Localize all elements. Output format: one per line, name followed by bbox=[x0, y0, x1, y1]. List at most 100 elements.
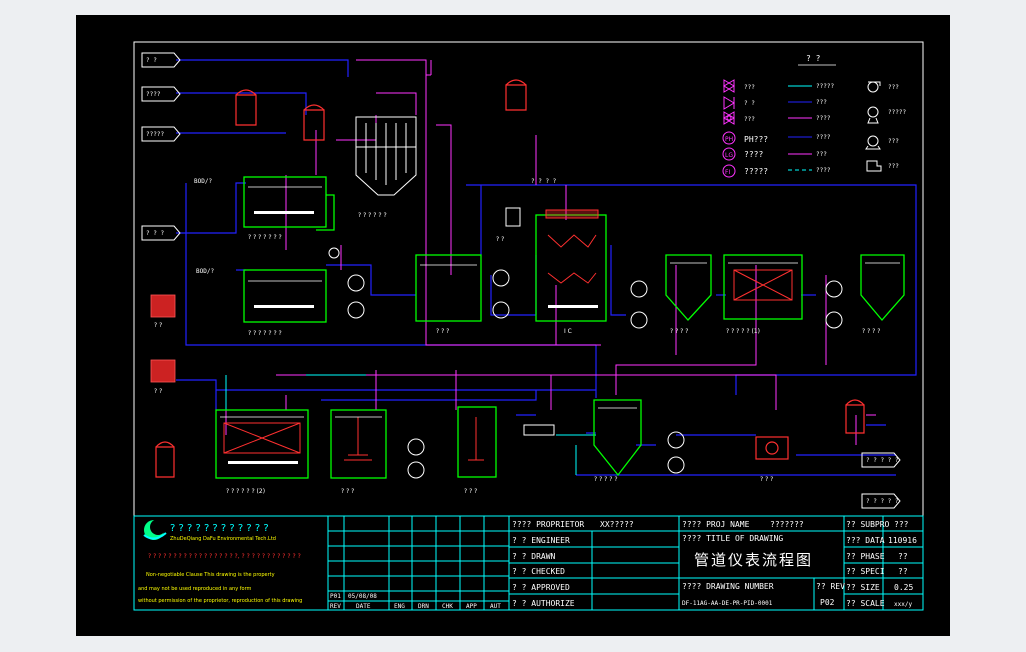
metering-pump-icon bbox=[867, 106, 879, 124]
size-label: ?? SIZE bbox=[846, 583, 880, 592]
legend-line-label-5: ??? bbox=[816, 151, 827, 158]
legend-line-label-6: ???? bbox=[816, 167, 831, 174]
label-coagulation: ? ? ? bbox=[341, 488, 354, 495]
label-fan-room: ? ? bbox=[496, 236, 504, 243]
settling-tank-1 bbox=[665, 254, 712, 321]
speci-value: ?? bbox=[898, 567, 908, 576]
company-name: ? ? ? ? ? ? ? ? ? ? ? ? bbox=[170, 523, 269, 534]
blower-2 bbox=[150, 359, 176, 383]
legend-symbol-label-3: ??? bbox=[744, 116, 755, 123]
flocculation-tank bbox=[457, 406, 497, 478]
label-blower: ? ? bbox=[154, 322, 162, 329]
gas-label: ? ? ? ? bbox=[531, 178, 557, 185]
label-hydrolysis: ? ? ? ? ? ? bbox=[358, 212, 387, 219]
rev-header-app: APP bbox=[466, 603, 477, 610]
coagulation-tank bbox=[330, 409, 387, 479]
rev-date: 05/08/08 bbox=[348, 593, 377, 600]
cyan-pipes bbox=[225, 374, 596, 475]
legend-equip-label-2: ????? bbox=[888, 109, 906, 116]
aerobic-tank-1 bbox=[723, 254, 803, 320]
legend: ? ? ??? ? ? ??? PH PH??? LG ???? FI ????… bbox=[722, 54, 906, 178]
label-biofilter-2: ? ? ? ? ? ? (2) bbox=[226, 488, 265, 495]
svg-text:FI: FI bbox=[725, 169, 730, 176]
output-label-1: ? ? ? ? ? bbox=[866, 457, 899, 464]
engineer-label: ? ? ENGINEER bbox=[512, 536, 570, 545]
rev-code: P01 bbox=[330, 593, 341, 600]
label-aerobic-1: ? ? ? ? ? (1) bbox=[726, 328, 760, 335]
flow-label-2: BOD/? bbox=[196, 268, 214, 275]
legend-equip-label-3: ??? bbox=[888, 138, 899, 145]
ph-tank bbox=[415, 254, 482, 322]
scale-value: xxx/y bbox=[894, 601, 912, 608]
speci-label: ?? SPECI bbox=[846, 567, 885, 576]
blower-1 bbox=[150, 294, 176, 318]
rev-header-rev: REV bbox=[330, 603, 341, 610]
rev-header-chk: CHK bbox=[442, 603, 453, 610]
label-ph-tank: ? ? ? bbox=[436, 328, 449, 335]
legend-line-label-2: ??? bbox=[816, 99, 827, 106]
subpro-label: ?? SUBPRO bbox=[846, 520, 890, 529]
proj-value: ??????? bbox=[770, 520, 804, 529]
proprietor-label: ???? PROPRIETOR bbox=[512, 520, 584, 529]
label-settling-2: ? ? ? ? bbox=[862, 328, 880, 335]
pid-drawing: ? ? ???? ????? ? ? ? ? ? ? ? ? ? ? ? ? ?… bbox=[133, 41, 924, 611]
company-notice-en-3: without permission of the proprietor, re… bbox=[138, 598, 302, 604]
rev-header-aut: AUT bbox=[490, 603, 501, 610]
company-notice-en-2: and may not be used reproduced in any fo… bbox=[138, 586, 252, 592]
centrifugal-pump-icon bbox=[865, 135, 881, 150]
drawing-no-value: DF-11AG-AA-DE-PR-PID-0001 bbox=[682, 600, 773, 607]
stream-label-2: ???? bbox=[146, 91, 161, 98]
output-label-2: ? ? ? ? ? bbox=[866, 498, 899, 505]
dosing-tanks bbox=[155, 79, 865, 478]
phase-value: ?? bbox=[898, 552, 908, 561]
legend-symbol-label-4: PH??? bbox=[744, 135, 768, 144]
rev-header-drn: DRN bbox=[418, 603, 429, 610]
flow-meter-icon: FI bbox=[722, 164, 736, 178]
dust-collector bbox=[355, 116, 417, 196]
ball-valve-icon bbox=[723, 111, 735, 125]
label-dewatering: ? ? ? bbox=[760, 476, 773, 483]
fan-icon bbox=[866, 160, 882, 172]
legend-equip-label-4: ??? bbox=[888, 163, 899, 170]
svg-text:LG: LG bbox=[725, 152, 733, 159]
production-tank bbox=[243, 269, 327, 323]
scale-label: ?? SCALE bbox=[846, 599, 885, 608]
legend-line-label-4: ???? bbox=[816, 134, 831, 141]
size-value: 0.25 bbox=[894, 583, 913, 592]
label-sludge-tank: ? ? ? ? ? bbox=[594, 476, 618, 483]
stream-arrows bbox=[141, 52, 901, 509]
drawing-sheet: ? ? ???? ????? ? ? ? ? ? ? ? ? ? ? ? ? ?… bbox=[76, 15, 950, 636]
drawing-title: 管道仪表流程图 bbox=[694, 551, 813, 569]
sludge-tank bbox=[593, 399, 642, 477]
biofilter-tank-2 bbox=[215, 409, 309, 479]
drawing-no-label: ???? DRAWING NUMBER bbox=[682, 582, 774, 591]
stream-label-4: ? ? ? bbox=[146, 230, 164, 237]
legend-symbol-label-1: ??? bbox=[744, 84, 755, 91]
diffusers bbox=[228, 211, 598, 464]
data-value: 110916 bbox=[888, 536, 917, 545]
proprietor-value: XX????? bbox=[600, 520, 634, 529]
stream-label-1: ? ? bbox=[146, 57, 157, 64]
svg-text:PH: PH bbox=[725, 136, 733, 143]
flow-label-1: BOD/? bbox=[194, 178, 212, 185]
checked-label: ? ? CHECKED bbox=[512, 567, 565, 576]
label-settling-1: ? ? ? ? bbox=[670, 328, 688, 335]
collection-tank bbox=[243, 176, 327, 228]
pumps bbox=[328, 207, 843, 479]
subpro-value: ??? bbox=[894, 520, 909, 529]
legend-line-label-1: ????? bbox=[816, 83, 834, 90]
phase-label: ?? PHASE bbox=[846, 552, 885, 561]
title-block bbox=[133, 515, 924, 611]
stream-label-3: ????? bbox=[146, 131, 164, 138]
data-label: ??? DATA bbox=[846, 536, 885, 545]
label-ic-reactor: I C bbox=[564, 328, 572, 335]
tanks bbox=[215, 176, 905, 479]
label-production-tank: ? ? ? ? ? ? ? bbox=[248, 330, 282, 337]
legend-symbol-label-5: ???? bbox=[744, 150, 763, 159]
label-collection-tank: ? ? ? ? ? ? ? bbox=[248, 234, 282, 241]
company-notice-cn: ? ? ? ? ? ? ? ? ? ? ? ? ? ? ? ? ? ?, ? ?… bbox=[148, 553, 301, 560]
label-flocculation: ? ? ? bbox=[464, 488, 477, 495]
tank-internals bbox=[223, 209, 793, 461]
legend-symbol-label-2: ? ? bbox=[744, 100, 755, 107]
company-notice-en-1: Non-negotiable Clause This drawing is th… bbox=[146, 572, 275, 578]
